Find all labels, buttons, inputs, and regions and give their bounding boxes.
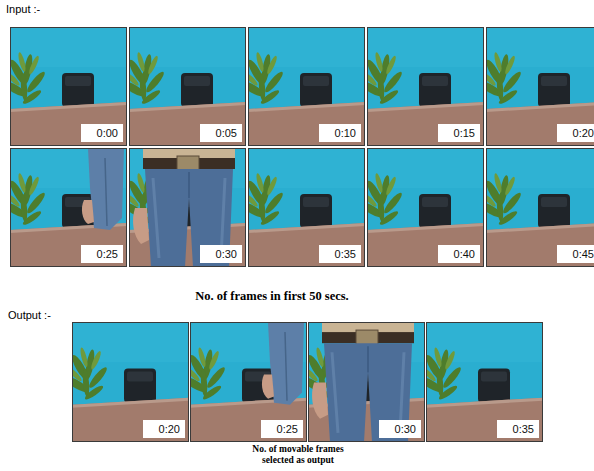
video-frame: 0:35 bbox=[426, 322, 543, 442]
caption-label: No. of movable frames selected as output bbox=[242, 444, 354, 466]
timestamp: 0:40 bbox=[438, 245, 480, 263]
timestamp: 0:35 bbox=[319, 245, 361, 263]
video-frame: 0:30 bbox=[129, 148, 246, 267]
video-frame: 0:25 bbox=[190, 322, 307, 442]
video-frame: 0:10 bbox=[248, 27, 365, 146]
video-frame: 0:25 bbox=[10, 148, 127, 267]
caption-label: Output :- bbox=[8, 309, 51, 321]
video-frame: 0:00 bbox=[10, 27, 127, 146]
timestamp: 0:25 bbox=[261, 420, 303, 438]
video-frame: 0:40 bbox=[367, 148, 484, 267]
timestamp: 0:00 bbox=[81, 124, 123, 142]
timestamp: 0:20 bbox=[143, 420, 185, 438]
timestamp: 0:05 bbox=[200, 124, 242, 142]
timestamp: 0:30 bbox=[379, 420, 421, 438]
video-frame: 0:15 bbox=[367, 27, 484, 146]
timestamp: 0:15 bbox=[438, 124, 480, 142]
video-frame: 0:45 bbox=[486, 148, 594, 267]
timestamp: 0:25 bbox=[81, 245, 123, 263]
timestamp: 0:45 bbox=[557, 245, 594, 263]
video-frame: 0:35 bbox=[248, 148, 365, 267]
caption-label: Input :- bbox=[6, 3, 40, 15]
timestamp: 0:20 bbox=[557, 124, 594, 142]
video-frame: 0:05 bbox=[129, 27, 246, 146]
caption-label: No. of frames in first 50 secs. bbox=[195, 289, 348, 304]
timestamp: 0:35 bbox=[497, 420, 539, 438]
video-frame: 0:20 bbox=[72, 322, 189, 442]
timestamp: 0:30 bbox=[200, 245, 242, 263]
timestamp: 0:10 bbox=[319, 124, 361, 142]
video-frame: 0:20 bbox=[486, 27, 594, 146]
video-frame: 0:30 bbox=[308, 322, 425, 442]
